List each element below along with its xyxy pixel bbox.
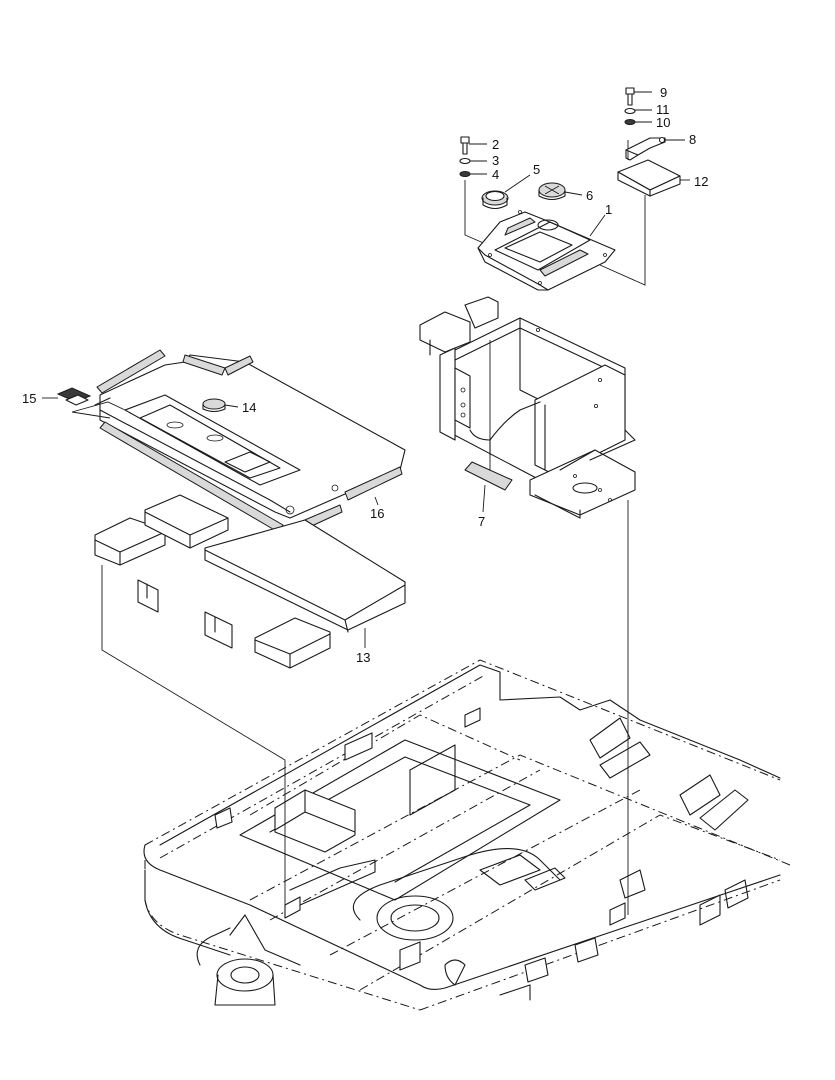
callout-16: 16 <box>370 506 384 521</box>
callout-3: 3 <box>492 153 499 168</box>
callout-leaders <box>42 91 690 648</box>
callout-4: 4 <box>492 167 499 182</box>
callout-numbers: 1 2 3 4 5 6 7 8 9 10 11 12 13 14 15 16 <box>22 85 708 665</box>
callout-13: 13 <box>356 650 370 665</box>
callout-8: 8 <box>689 132 696 147</box>
callout-14: 14 <box>242 400 256 415</box>
base-frame <box>143 659 791 1011</box>
insulation-pads <box>94 494 406 669</box>
callout-15: 15 <box>22 391 36 406</box>
callout-1: 1 <box>605 202 612 217</box>
callout-10: 10 <box>656 115 670 130</box>
callout-5: 5 <box>533 162 540 177</box>
callout-6: 6 <box>586 188 593 203</box>
callout-7: 7 <box>478 514 485 529</box>
cover-panel <box>56 349 406 533</box>
callout-11: 11 <box>656 102 670 117</box>
battery-box <box>419 296 636 519</box>
hold-down-plate <box>459 87 681 291</box>
callout-2: 2 <box>492 137 499 152</box>
callout-9: 9 <box>660 85 667 100</box>
alignment-lines <box>101 140 646 915</box>
callout-12: 12 <box>694 174 708 189</box>
